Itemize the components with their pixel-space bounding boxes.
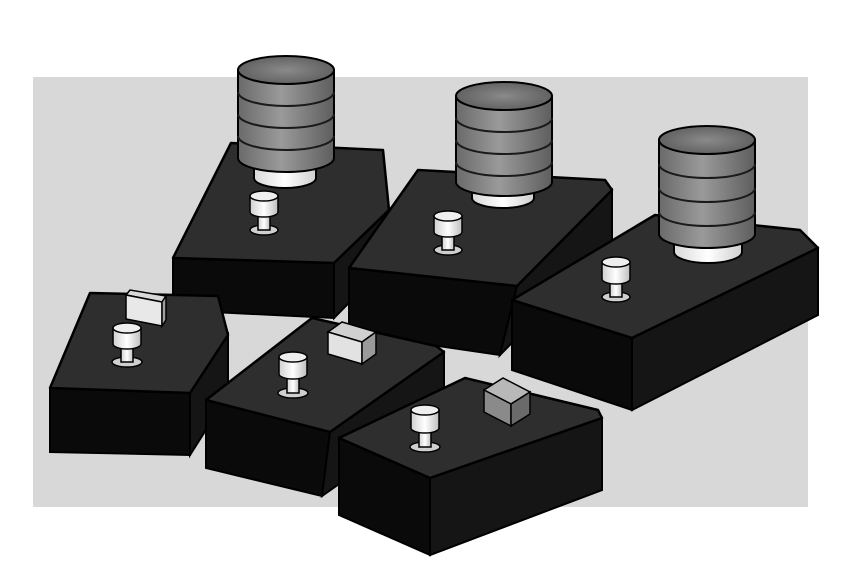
knob-small-front [409,404,441,453]
small-block-front [337,376,604,557]
cube-small-center [326,321,378,366]
knob-large-left [249,190,279,236]
cylinder-stack-middle [455,81,553,209]
knob-small-left [111,322,143,368]
cube-small-left [124,289,168,329]
knob-small-center [277,351,309,399]
cylinder-stack-right [658,125,756,264]
knob-large-right [601,256,631,303]
knob-large-middle [433,210,463,256]
cube-small-front [482,377,532,428]
cylinder-stack-left [237,55,335,189]
